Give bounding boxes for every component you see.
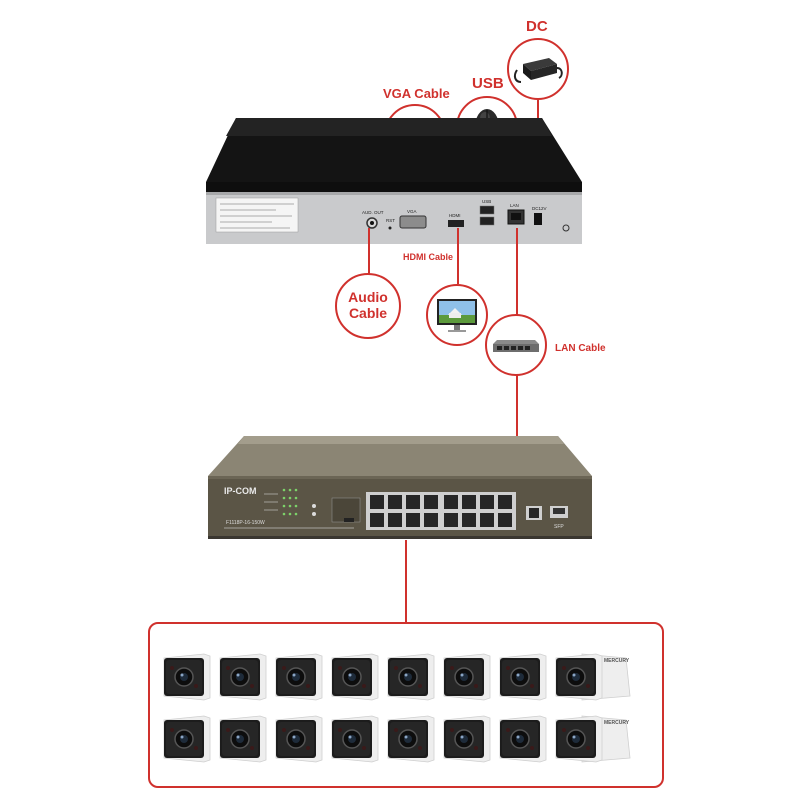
nvr-port-usb: USB [482,199,491,204]
nvr-port-hdmi: HDMI [449,213,461,218]
bullet-camera-icon: MERCURY [555,653,631,701]
bullet-camera-icon [443,653,491,701]
bullet-camera-icon [331,715,379,763]
bullet-camera-icon [275,715,323,763]
nvr-port-vga: VGA [407,209,417,214]
lan-switch-circle [485,314,547,376]
bullet-camera-icon [163,715,211,763]
camera [440,712,494,766]
switch-to-cameras-line [405,540,407,622]
dc-adapter-icon [513,58,563,83]
camera [272,650,326,704]
monitor-icon [437,299,477,332]
bullet-camera-icon [219,653,267,701]
network-switch-icon [493,340,539,352]
dc-adapter-circle [507,38,569,100]
hdmi-cable-label: HDMI Cable [401,252,456,262]
camera [328,650,382,704]
camera [384,712,438,766]
bullet-camera-icon [163,653,211,701]
camera [160,650,214,704]
bullet-camera-icon [275,653,323,701]
audio-connector-line [368,228,370,274]
camera [496,650,550,704]
audio-cable-label-line2: Cable [348,305,388,321]
camera-grid: MERCURY MERCURY [148,622,664,788]
lan-cable-label: LAN Cable [555,343,606,354]
camera [384,650,438,704]
switch-brand: IP-COM [224,486,257,496]
poe-switch: IP-COM F1118P-16-150W SFP [208,436,592,539]
camera [216,650,270,704]
bullet-camera-icon [443,715,491,763]
camera [216,712,270,766]
camera [496,712,550,766]
nvr-recorder: AUD. OUT RST VGA HDMI USB LAN DC12V [206,118,582,244]
hdmi-connector-line [457,228,459,284]
nvr-port-rst: RST [386,218,395,223]
bullet-camera-icon [331,653,379,701]
camera [160,712,214,766]
dc-label: DC [526,18,548,35]
camera-brand: MERCURY [604,720,630,726]
switch-sfp-label: SFP [554,524,564,530]
hdmi-monitor-circle [426,284,488,346]
nvr-port-lan: LAN [510,203,519,208]
usb-label: USB [472,75,504,92]
camera: MERCURY [552,650,634,704]
audio-cable-label-line1: Audio [348,289,388,305]
audio-cable-circle: Audio Cable [335,273,401,339]
bullet-camera-icon: MERCURY [555,715,631,763]
camera: MERCURY [552,712,634,766]
switch-model: F1118P-16-150W [226,520,265,526]
camera-brand: MERCURY [604,658,630,664]
camera [272,712,326,766]
bullet-camera-icon [499,653,547,701]
camera [440,650,494,704]
bullet-camera-icon [387,653,435,701]
camera [328,712,382,766]
nvr-port-audio-out: AUD. OUT [362,210,384,215]
bullet-camera-icon [499,715,547,763]
nvr-port-dc: DC12V [532,206,547,211]
bullet-camera-icon [387,715,435,763]
switch-ports [366,492,516,530]
bullet-camera-icon [219,715,267,763]
vga-cable-label: VGA Cable [383,86,450,101]
